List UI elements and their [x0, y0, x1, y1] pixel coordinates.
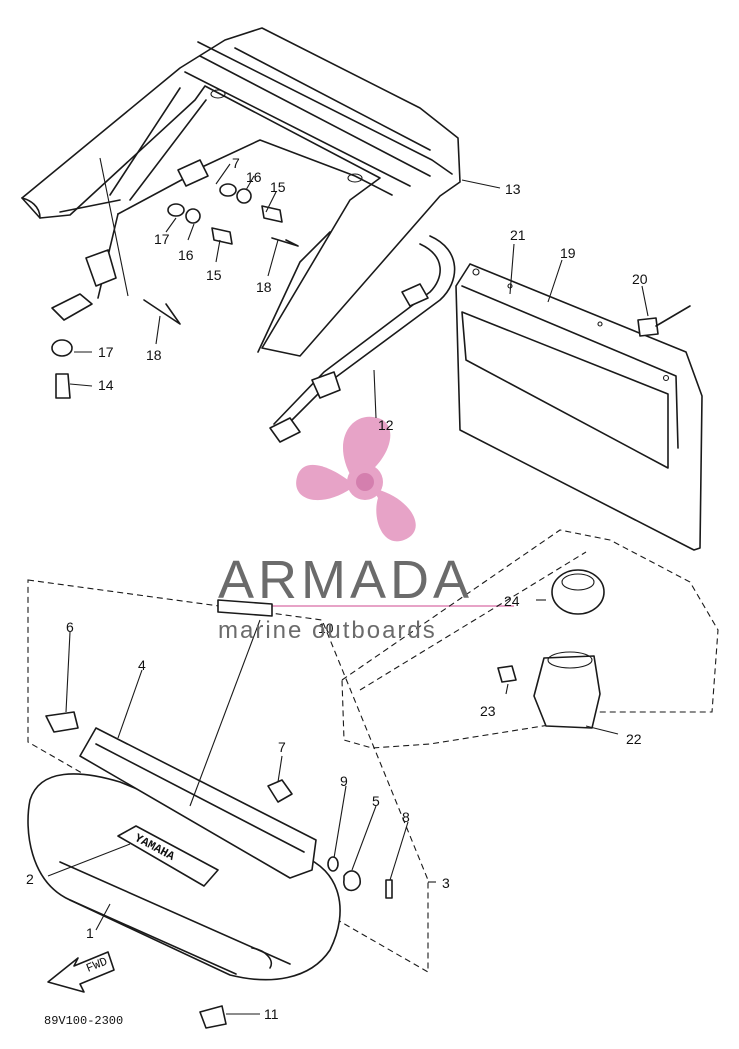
callout-18: 18 [146, 347, 162, 363]
callout-16: 16 [246, 169, 262, 185]
handle-bar-part-12 [269, 235, 456, 443]
callout-8: 8 [402, 809, 410, 825]
callout-19: 19 [560, 245, 576, 261]
armada-propeller-logo [296, 416, 416, 542]
callout-21: 21 [510, 227, 526, 243]
callout-labels: 13 7 16 15 17 16 15 18 18 17 14 21 19 20… [26, 155, 648, 1022]
callout-5: 5 [372, 793, 380, 809]
callout-6: 6 [66, 619, 74, 635]
top-handle-part-13 [21, 27, 461, 357]
callout-12: 12 [378, 417, 394, 433]
assembly-boundary-part-3 [27, 579, 429, 973]
fwd-arrow: FWD [47, 951, 115, 993]
watermark-tagline: marine outboards [218, 617, 437, 644]
plate-part-19 [455, 263, 703, 551]
callout-24: 24 [504, 593, 520, 609]
front-cover-part-1 [27, 773, 341, 981]
callout-9: 9 [340, 773, 348, 789]
callout-16: 16 [178, 247, 194, 263]
watermark-brand: ARMADA [218, 550, 473, 610]
callout-11: 11 [264, 1006, 279, 1022]
callout-10: 10 [318, 620, 334, 636]
rail-part-4 [79, 727, 317, 879]
callout-15: 15 [206, 267, 222, 283]
callout-3: 3 [442, 875, 450, 891]
cowling-right [341, 529, 719, 749]
callout-17: 17 [98, 344, 114, 360]
small-fasteners [45, 599, 393, 1029]
callout-18: 18 [256, 279, 272, 295]
diagram-code: 89V100-2300 [44, 1014, 123, 1028]
callout-4: 4 [138, 657, 146, 673]
leader-lines [47, 163, 649, 1015]
callout-15: 15 [270, 179, 286, 195]
left-bracket-assembly [51, 139, 393, 399]
callout-23: 23 [480, 703, 496, 719]
callout-17: 17 [154, 231, 170, 247]
callout-14: 14 [98, 377, 114, 393]
callout-2: 2 [26, 871, 34, 887]
callout-7: 7 [278, 739, 286, 755]
callout-1: 1 [86, 925, 94, 941]
callout-7: 7 [232, 155, 240, 171]
callout-20: 20 [632, 271, 648, 287]
callout-22: 22 [626, 731, 642, 747]
callout-13: 13 [505, 181, 521, 197]
